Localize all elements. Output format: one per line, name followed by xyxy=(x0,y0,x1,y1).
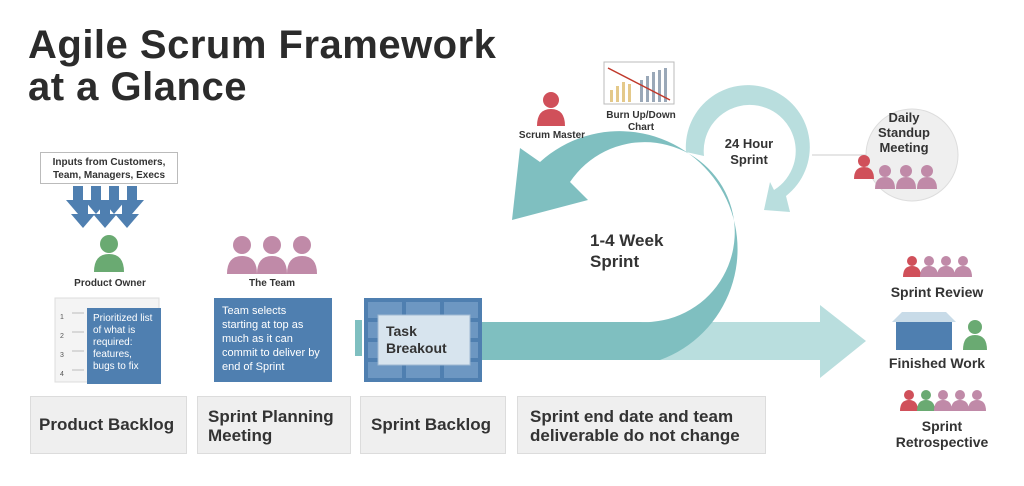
daily-standup-label: Daily Standup Meeting xyxy=(866,110,942,155)
sprint-end-box: Sprint end date and team deliverable do … xyxy=(517,396,766,454)
product-owner-label: Product Owner xyxy=(74,278,146,289)
backlog-numbers: 1 2 3 4 xyxy=(60,308,64,384)
sprint-backlog-label: Sprint Backlog xyxy=(371,415,491,434)
scrum-master-label: Scrum Master xyxy=(518,130,586,141)
title-line-2: at a Glance xyxy=(28,65,247,109)
retro-line-1: Sprint xyxy=(921,418,963,434)
task-breakout-label: Task Breakout xyxy=(386,323,447,357)
inputs-box: Inputs from Customers, Team, Managers, E… xyxy=(40,152,178,184)
sprint-planning-line-1: Sprint Planning xyxy=(208,407,334,426)
title-line-1: Agile Scrum Framework xyxy=(28,23,497,67)
backlog-lines xyxy=(72,312,84,371)
burn-chart-line-2: Chart xyxy=(627,122,655,133)
scrum-master-icon xyxy=(537,92,565,126)
24-hour-sprint-label: 24 Hour Sprint xyxy=(714,136,784,168)
burn-chart-line-1: Burn Up/Down xyxy=(606,110,676,121)
sprint-week-line-2: Sprint xyxy=(590,252,640,271)
input-arrows-icon xyxy=(66,186,144,228)
sprint-planning-line-2: Meeting xyxy=(208,426,273,445)
sprint-end-line-2: deliverable do not change xyxy=(530,426,740,445)
inputs-line-1: Inputs from Customers, xyxy=(52,157,166,168)
team-selects-box: Team selects starting at top as much as … xyxy=(214,298,332,382)
backlog-description: Prioritized list of what is required: fe… xyxy=(87,308,161,384)
retro-line-2: Retrospective xyxy=(895,434,989,450)
24-hour-line-2: Sprint xyxy=(730,152,768,167)
24-hour-line-1: 24 Hour xyxy=(724,136,774,151)
backlog-number: 2 xyxy=(60,333,64,340)
sprint-end-line-1: Sprint end date and team xyxy=(530,407,734,426)
task-breakout-line-1: Task xyxy=(386,323,417,339)
sprint-planning-box: Sprint Planning Meeting xyxy=(197,396,351,454)
team-label: The Team xyxy=(249,278,295,289)
sprint-retrospective-label: Sprint Retrospective xyxy=(872,418,1012,450)
page-title: Agile Scrum Framework at a Glance xyxy=(28,24,496,108)
finished-work-label: Finished Work xyxy=(888,355,986,371)
product-backlog-box: Product Backlog xyxy=(30,396,187,454)
inputs-line-2: Team, Managers, Execs xyxy=(52,170,166,181)
sprint-loop-arrow xyxy=(482,131,738,360)
product-backlog-label: Product Backlog xyxy=(39,415,175,434)
team-icon xyxy=(227,236,317,274)
finished-work-icon xyxy=(892,312,987,350)
sprint-backlog-grid xyxy=(355,298,482,382)
sprint-review-label: Sprint Review xyxy=(890,284,984,300)
backlog-number: 3 xyxy=(60,352,64,359)
standup-line-3: Meeting xyxy=(879,140,929,155)
sprint-week-label: 1-4 Week Sprint xyxy=(590,230,663,272)
task-breakout-line-2: Breakout xyxy=(386,340,447,356)
standup-line-2: Standup xyxy=(878,125,930,140)
sprint-backlog-box: Sprint Backlog xyxy=(360,396,506,454)
retrospective-icon xyxy=(900,390,986,411)
sprint-week-line-1: 1-4 Week xyxy=(590,231,664,250)
daily-loop-arrow xyxy=(685,85,810,212)
burn-chart-label: Burn Up/Down Chart xyxy=(596,110,686,134)
backlog-number: 4 xyxy=(60,371,64,378)
standup-people-icon xyxy=(854,155,937,189)
backlog-number: 1 xyxy=(60,314,64,321)
standup-line-1: Daily xyxy=(888,110,920,125)
burn-chart-icon xyxy=(603,61,675,105)
sprint-review-icon xyxy=(903,256,972,277)
product-owner-icon xyxy=(94,235,124,272)
